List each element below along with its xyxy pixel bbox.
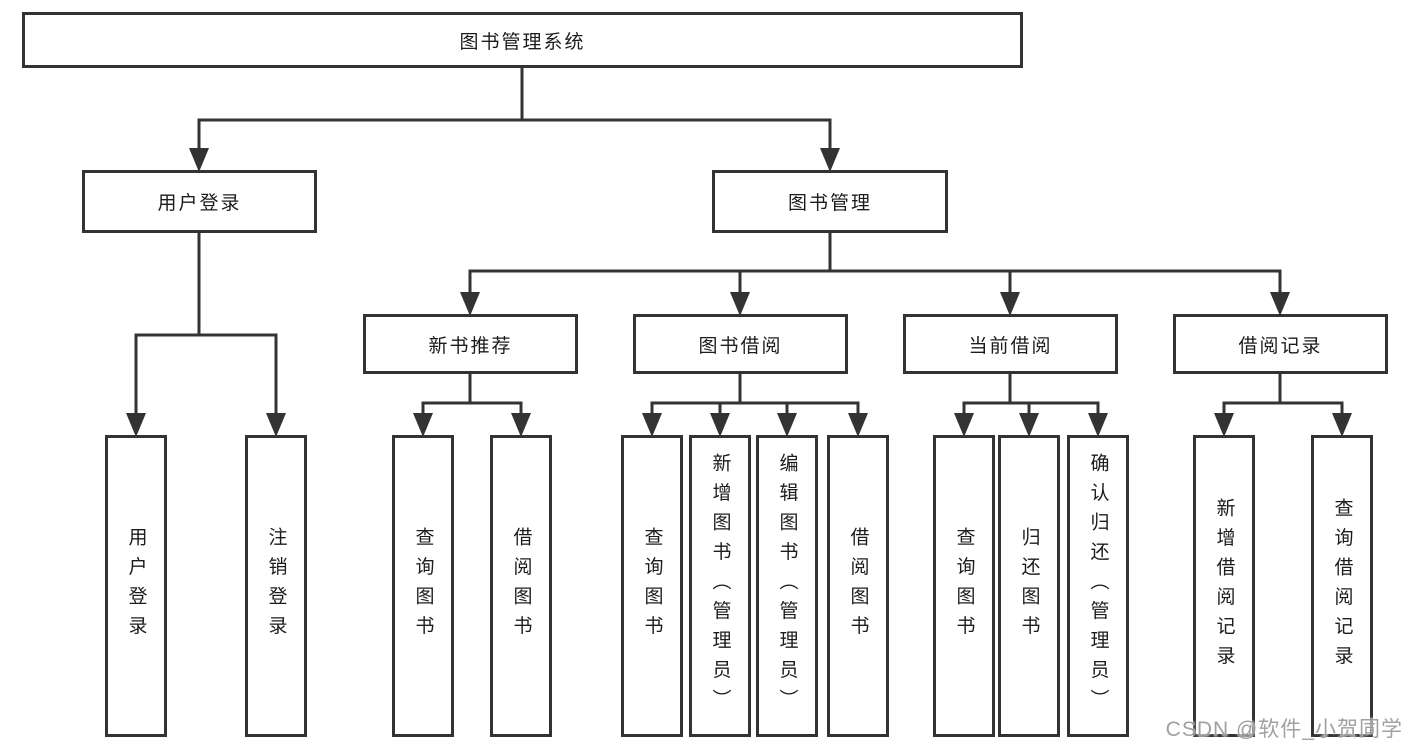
leaf-borrow-books: 借阅图书 <box>827 435 889 737</box>
leaf-borrow-books-recommend: 借阅图书 <box>490 435 552 737</box>
node-library-management-system: 图书管理系统 <box>22 12 1023 68</box>
leaf-add-books-admin: 新增图书（管理员） <box>689 435 751 737</box>
node-book-management: 图书管理 <box>712 170 948 233</box>
leaf-query-books-recommend: 查询图书 <box>392 435 454 737</box>
leaf-query-books-borrow: 查询图书 <box>621 435 683 737</box>
node-borrow-records: 借阅记录 <box>1173 314 1388 374</box>
leaf-logout: 注销登录 <box>245 435 307 737</box>
leaf-query-borrow-record: 查询借阅记录 <box>1311 435 1373 737</box>
leaf-confirm-return-admin: 确认归还（管理员） <box>1067 435 1129 737</box>
node-user-login: 用户登录 <box>82 170 317 233</box>
arrowheads <box>126 148 1352 437</box>
node-current-borrow: 当前借阅 <box>903 314 1118 374</box>
node-new-book-recommend: 新书推荐 <box>363 314 578 374</box>
leaf-user-login: 用户登录 <box>105 435 167 737</box>
leaf-return-books: 归还图书 <box>998 435 1060 737</box>
node-book-borrow: 图书借阅 <box>633 314 848 374</box>
tree-edges <box>134 66 1344 415</box>
leaf-edit-books-admin: 编辑图书（管理员） <box>756 435 818 737</box>
csdn-watermark: CSDN @软件_小贺同学 <box>1165 718 1403 741</box>
leaf-query-books-current: 查询图书 <box>933 435 995 737</box>
leaf-add-borrow-record: 新增借阅记录 <box>1193 435 1255 737</box>
